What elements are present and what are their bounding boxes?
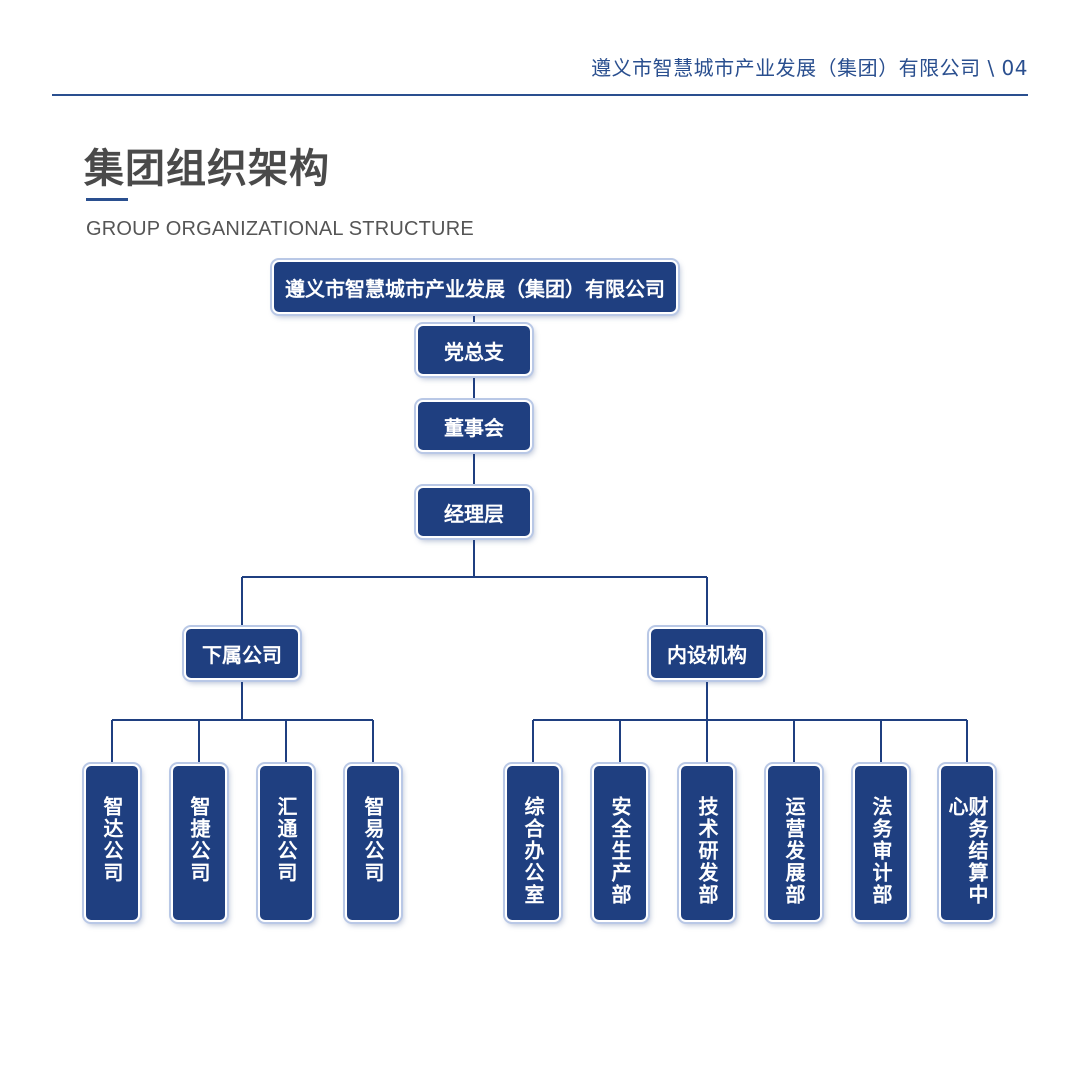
- org-node-board: 董事会: [416, 400, 532, 452]
- org-node-label: 经理层: [444, 501, 504, 526]
- org-leaf-label: 法务审计部: [869, 796, 893, 906]
- page-subtitle: GROUP ORGANIZATIONAL STRUCTURE: [86, 218, 474, 240]
- org-node-label: 董事会: [444, 415, 504, 440]
- page-title: 集团组织架构: [84, 146, 330, 192]
- org-node-label: 党总支: [444, 339, 504, 364]
- org-leaf-label: 安全生产部: [608, 796, 632, 906]
- org-leaf-label: 运营发展部: [782, 796, 806, 906]
- org-leaf-department: 法务审计部: [853, 764, 909, 922]
- title-underline: [86, 198, 128, 201]
- org-node-label: 内设机构: [667, 643, 747, 667]
- org-leaf-department: 运营发展部: [766, 764, 822, 922]
- org-root-label: 遵义市智慧城市产业发展（集团）有限公司: [285, 276, 665, 301]
- org-root-node: 遵义市智慧城市产业发展（集团）有限公司: [272, 260, 678, 314]
- org-leaf-subsidiary: 汇通公司: [258, 764, 314, 922]
- org-leaf-label: 智达公司: [100, 796, 124, 884]
- org-leaf-department: 综合办公室: [505, 764, 561, 922]
- org-leaf-label: 智易公司: [361, 796, 385, 884]
- org-node-subsidiaries: 下属公司: [184, 627, 300, 680]
- header-divider: [52, 94, 1028, 96]
- org-node-internal-departments: 内设机构: [649, 627, 765, 680]
- org-leaf-subsidiary: 智易公司: [345, 764, 401, 922]
- org-node-management: 经理层: [416, 486, 532, 538]
- org-leaf-subsidiary: 智捷公司: [171, 764, 227, 922]
- org-leaf-label: 智捷公司: [187, 796, 211, 884]
- org-leaf-department: 技术研发部: [679, 764, 735, 922]
- header-company-page: 遵义市智慧城市产业发展（集团）有限公司 \ 04: [591, 56, 1028, 80]
- org-leaf-label: 综合办公室: [521, 796, 545, 906]
- org-node-label: 下属公司: [202, 643, 282, 667]
- org-leaf-subsidiary: 智达公司: [84, 764, 140, 922]
- org-leaf-label: 财务结算中心: [945, 796, 989, 906]
- org-leaf-department: 财务结算中心: [939, 764, 995, 922]
- org-leaf-label: 技术研发部: [695, 796, 719, 906]
- org-node-party-branch: 党总支: [416, 324, 532, 376]
- org-leaf-department: 安全生产部: [592, 764, 648, 922]
- org-leaf-label: 汇通公司: [274, 796, 298, 884]
